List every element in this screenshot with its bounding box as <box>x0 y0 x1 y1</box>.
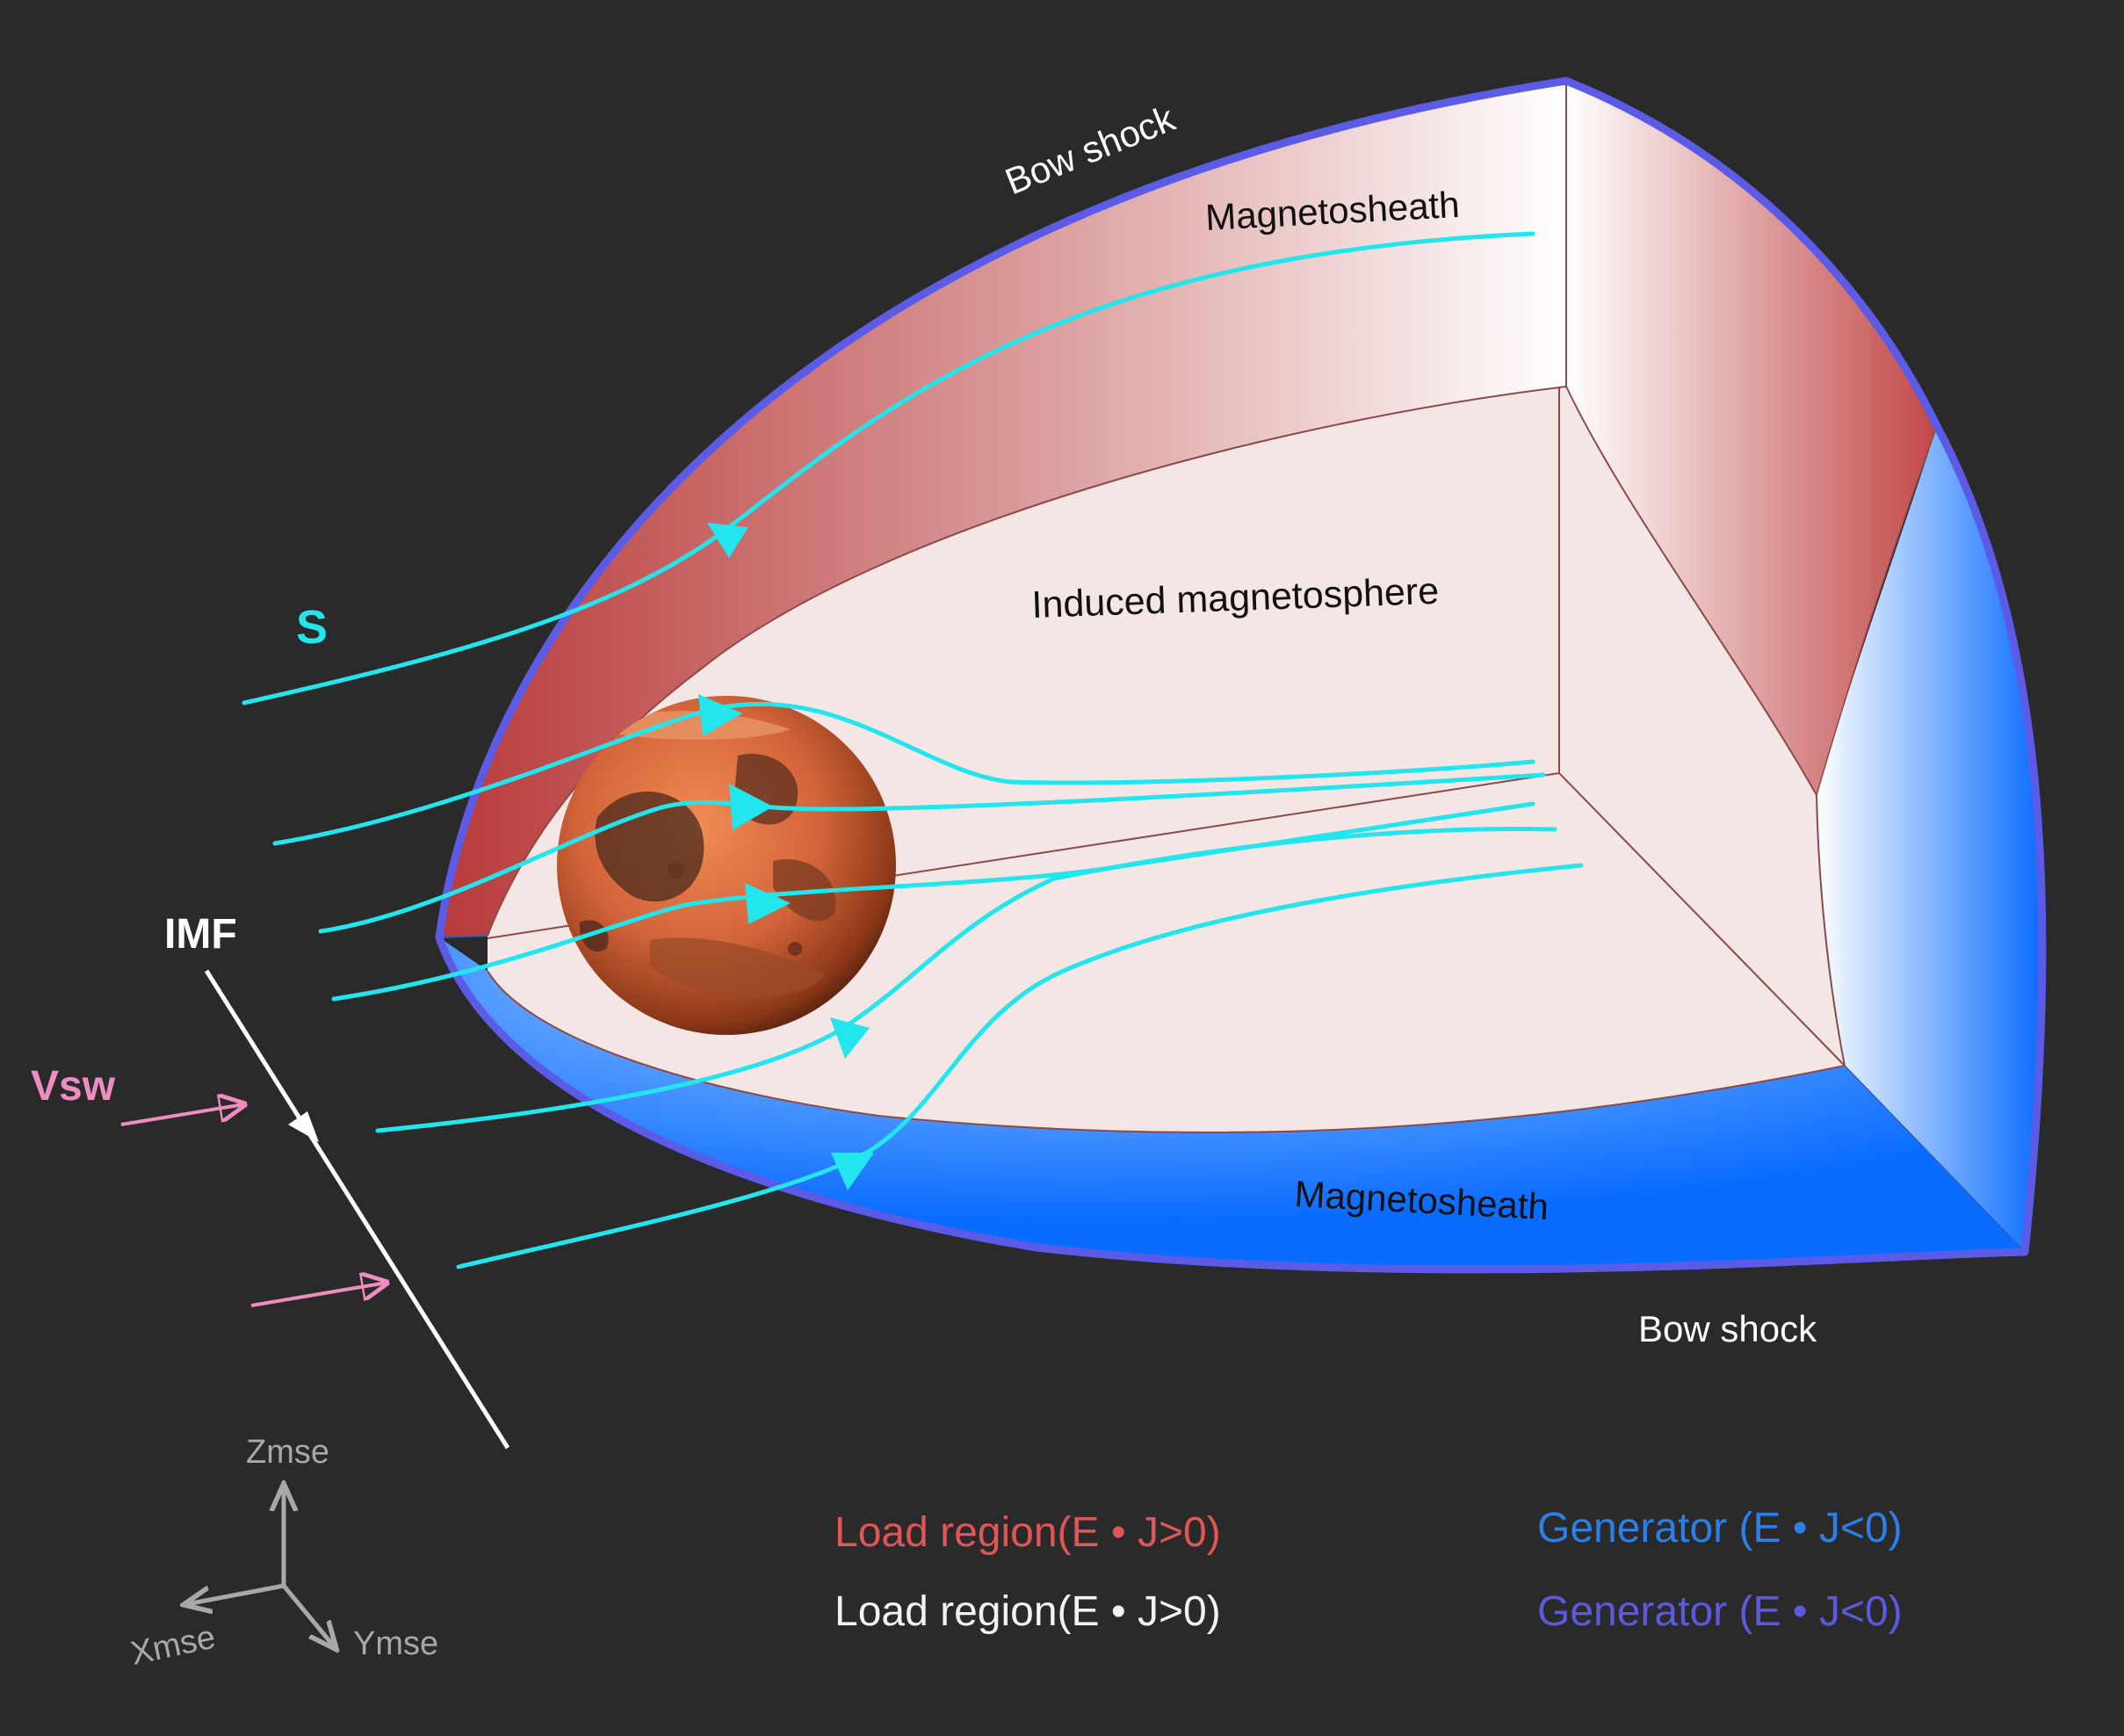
imf-line <box>204 969 510 1450</box>
imf-arrow-icon <box>288 1111 319 1142</box>
legend: Load region(E • J>0) Generator (E • J<0)… <box>834 1505 1903 1635</box>
legend-item-generator-purple: Generator (E • J<0) <box>1537 1588 1903 1635</box>
legend-item-generator-blue: Generator (E • J<0) <box>1537 1505 1903 1552</box>
z-axis-label: Zmse <box>246 1434 329 1471</box>
vsw-arrow-icon <box>120 1104 244 1126</box>
generator-region-bottom <box>439 937 2025 1269</box>
field-line-arrows <box>698 523 874 1190</box>
load-region-top <box>439 81 1566 937</box>
vsw-label: Vsw <box>31 1063 116 1110</box>
legend-item-load-white: Load region(E • J>0) <box>834 1588 1221 1635</box>
imf-label: IMF <box>164 911 237 958</box>
x-axis-label: Xmse <box>127 1619 219 1673</box>
field-lines <box>242 231 1584 1269</box>
coordinate-axes: Zmse Xmse Ymse <box>127 1434 438 1673</box>
bow-shock-outline <box>435 76 2047 1274</box>
x-axis-icon <box>186 1583 285 1604</box>
s-label: S <box>296 601 328 654</box>
load-region-side <box>1566 81 1937 795</box>
generator-region-side <box>1817 426 2042 1252</box>
legend-item-load-red: Load region(E • J>0) <box>834 1509 1221 1556</box>
vsw-arrow-icon <box>250 1283 387 1307</box>
y-axis-label: Ymse <box>353 1625 438 1662</box>
y-axis-icon <box>282 1584 335 1647</box>
bow-shock-label-bottom: Bow shock <box>1638 1308 1817 1349</box>
